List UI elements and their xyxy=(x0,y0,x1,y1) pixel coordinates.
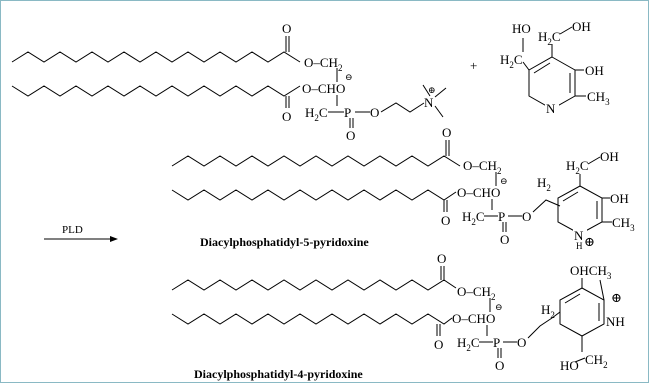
product1-phosphate-o-right: O xyxy=(522,209,531,224)
product1-h2c: H2C xyxy=(462,209,485,227)
product2-h2-label: H2 xyxy=(541,302,555,320)
product1-n-hydrogen: H xyxy=(576,241,583,251)
product1-chain-bottom xyxy=(171,189,457,201)
product1-h2-label: H2 xyxy=(537,175,551,193)
product2-ch2-bottom: CH2 xyxy=(585,352,608,370)
product1-ester-link-top: O–CH2 xyxy=(463,158,501,176)
product2-caption: Diacylphosphatidyl-4-pyridoxine xyxy=(194,367,363,381)
product1-nitrogen: N xyxy=(574,228,584,243)
product2-phosphate-o-bottom: O xyxy=(495,358,504,373)
product2-structure: O O–CH2 O O–CHO ⊖ H2C P O O H2 OHCH3 ⊕ N… xyxy=(171,251,627,381)
product1-carbonyl-o-top: O xyxy=(442,125,451,140)
product2-pyridinium-plus: ⊕ xyxy=(611,290,622,305)
carbonyl-o-top: O xyxy=(282,21,291,36)
choline-nitrogen: N xyxy=(424,95,434,110)
product1-phosphate-o-bottom: O xyxy=(500,232,509,247)
product2-h2c: H2C xyxy=(457,335,480,353)
reaction-arrow: PLD xyxy=(44,224,118,242)
product2-chain-bottom xyxy=(171,313,453,325)
phosphorus: P xyxy=(344,105,351,120)
pyridoxine-h2c-left: H2C xyxy=(500,52,523,70)
product2-nitrogen: NH xyxy=(606,314,625,329)
arrow-label: PLD xyxy=(62,224,83,236)
pyridoxine-structure: HO H2C H2C OH OH CH3 N xyxy=(500,19,610,116)
ester-link-top: O–CH2 xyxy=(304,55,342,73)
pyridoxine-ho-left: HO xyxy=(512,21,531,36)
pyridoxine-h2c-top: H2C xyxy=(538,29,561,47)
pyridoxine-ch3: CH3 xyxy=(587,89,610,107)
product2-phosphorus: P xyxy=(493,335,500,350)
product1-structure: O O–CH2 O O–CHO ⊖ H2C P O O H2 H2C OH OH… xyxy=(171,125,635,251)
product1-chain-top xyxy=(171,155,461,167)
pyridoxine-oh-right: OH xyxy=(585,63,604,78)
carbonyl-o-bottom: O xyxy=(282,109,291,124)
product1-carbonyl-o-bottom: O xyxy=(441,213,450,228)
product1-caption: Diacylphosphatidyl-5-pyridoxine xyxy=(200,235,369,249)
h2c-label: H2C xyxy=(305,105,328,123)
product2-glycerol-ch: O–CHO xyxy=(452,311,495,326)
product1-h2c-top: H2C xyxy=(566,158,589,176)
product2-carbonyl-o-top: O xyxy=(437,251,446,266)
product1-pyridinium-plus: ⊕ xyxy=(584,234,595,249)
product2-ohch3: OHCH3 xyxy=(570,263,612,281)
phosphatidylcholine-structure: O O–CH2 O O–CHO ⊖ H2C P O O N ⊕ xyxy=(11,21,447,143)
product2-ester-link-top: O–CH2 xyxy=(457,284,495,302)
product1-oh-top: OH xyxy=(600,149,619,164)
acyl-chain-bottom xyxy=(11,85,301,97)
phosphate-o-right: O xyxy=(370,105,379,120)
product1-phosphorus: P xyxy=(498,209,505,224)
product2-ho-bottom: HO xyxy=(560,358,579,373)
glycerol-ch: O–CHO xyxy=(302,81,345,96)
pyridoxine-nitrogen: N xyxy=(546,101,556,116)
product1-phosphate-minus: ⊖ xyxy=(500,176,508,186)
phosphate-minus: ⊖ xyxy=(345,72,353,82)
product1-glycerol-ch: O–CHO xyxy=(457,185,500,200)
product2-carbonyl-o-bottom: O xyxy=(434,337,443,352)
product2-phosphate-minus: ⊖ xyxy=(495,302,503,312)
acyl-chain-top xyxy=(11,51,301,63)
pyridoxine-oh-top: OH xyxy=(572,19,591,34)
product1-oh-right: OH xyxy=(610,191,629,206)
plus-sign: + xyxy=(470,58,477,73)
phosphate-o-bottom: O xyxy=(346,128,355,143)
ammonium-plus: ⊕ xyxy=(428,85,436,95)
product2-phosphate-o-right: O xyxy=(517,335,526,350)
product1-ch3: CH3 xyxy=(612,215,635,233)
product2-chain-top xyxy=(171,279,457,291)
